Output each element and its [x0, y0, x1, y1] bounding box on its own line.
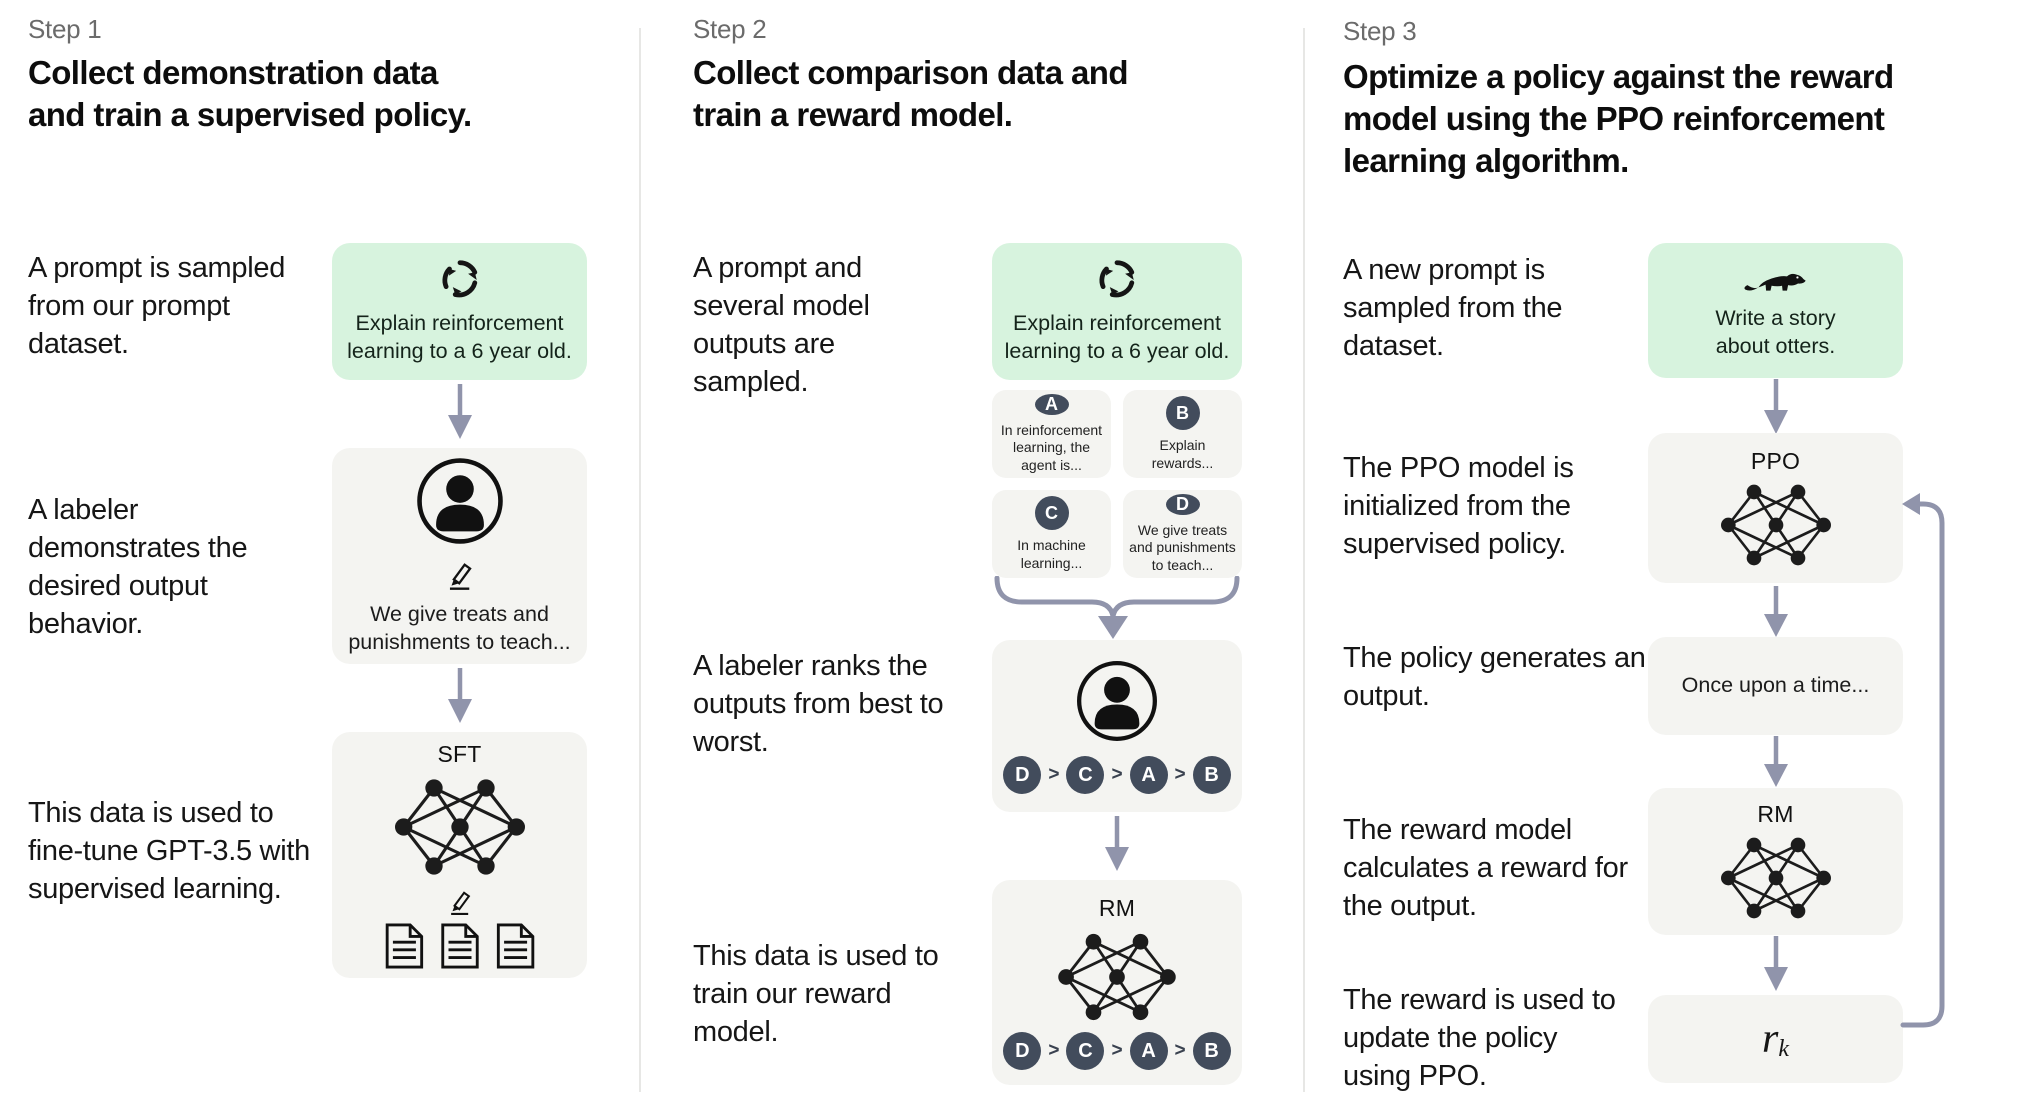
step-3-caption-reward-calc: The reward model calculates a reward for…: [1343, 814, 1628, 922]
down-arrow: [1764, 936, 1788, 991]
step-2-labeler-card: D > C > A > B: [992, 640, 1242, 812]
output-badge-d: D: [1165, 493, 1200, 515]
down-arrow: [1105, 816, 1129, 871]
rank-badge-2: C: [1066, 1032, 1105, 1070]
output-card-c: C In machine learning...: [992, 490, 1111, 578]
step-1-labeler-text: We give treats and punishments to teach.…: [348, 602, 571, 654]
step-2-prompt-card: Explain reinforcement learning to a 6 ye…: [992, 243, 1242, 380]
down-arrow: [448, 384, 472, 439]
reward-value: rk: [1762, 1015, 1789, 1063]
output-text-a: In reinforcement learning, the agent is.…: [1000, 421, 1103, 473]
cycle-icon: [441, 260, 477, 298]
step-3-output-card: Once upon a time...: [1648, 637, 1903, 735]
output-badge-c: C: [1034, 496, 1069, 530]
rank-separator: >: [1048, 1040, 1060, 1061]
step-1-labeler-card: We give treats and punishments to teach.…: [332, 448, 587, 664]
output-text-b: Explain rewards...: [1151, 437, 1214, 471]
step-3-prompt-card: Write a story about otters.: [1648, 243, 1903, 378]
output-text-d: We give treats and punishments to teach.…: [1129, 521, 1236, 573]
otter-icon: [1743, 273, 1806, 291]
column-divider-1: [639, 28, 641, 1092]
neural-network-icon: [394, 779, 525, 875]
rm-label: RM: [1757, 801, 1794, 827]
step-1-title: Collect demonstration data and train a s…: [28, 54, 472, 134]
step-3-caption-ppo-init: The PPO model is initialized from the su…: [1343, 452, 1574, 560]
ppo-label: PPO: [1750, 447, 1801, 474]
column-divider-2: [1303, 28, 1305, 1092]
step-2-caption-ranks: A labeler ranks the outputs from best to…: [693, 650, 944, 758]
reward-r: r: [1761, 1015, 1779, 1062]
output-card-d: D We give treats and punishments to teac…: [1123, 490, 1242, 578]
step-2-title: Collect comparison data and train a rewa…: [693, 54, 1129, 134]
rank-separator: >: [1174, 764, 1186, 785]
documents-icon: [385, 923, 534, 969]
step-1-prompt-card: Explain reinforcement learning to a 6 ye…: [332, 243, 587, 380]
rank-badge-3: A: [1129, 756, 1168, 794]
rank-separator: >: [1111, 1040, 1123, 1061]
step-3-caption-new-prompt: A new prompt is sampled from the dataset…: [1343, 254, 1563, 362]
reward-subscript-k: k: [1778, 1036, 1789, 1063]
step-3-title: Optimize a policy against the reward mod…: [1343, 58, 1894, 180]
neural-network-icon: [1058, 933, 1176, 1021]
step-3-prompt-text: Write a story about otters.: [1715, 306, 1836, 358]
pencil-icon: [450, 891, 470, 915]
pencil-icon: [449, 563, 472, 590]
cycle-icon: [1099, 260, 1135, 298]
rank-separator: >: [1111, 764, 1123, 785]
step-3-label: Step 3: [1343, 16, 1417, 46]
rank-badge-4: B: [1192, 1032, 1231, 1070]
labeler-person-icon: [1077, 661, 1157, 741]
step-3-caption-update: The reward is used to update the policy …: [1343, 984, 1616, 1092]
step-3-caption-generates: The policy generates an output.: [1343, 642, 1646, 712]
ranking-row: D > C > A > B: [1003, 1032, 1231, 1070]
ranking-row: D > C > A > B: [1003, 756, 1231, 794]
step-1-caption-finetune: This data is used to fine-tune GPT-3.5 w…: [28, 797, 310, 905]
step-1-label: Step 1: [28, 14, 102, 44]
step-1-caption-labeler: A labeler demonstrates the desired outpu…: [28, 494, 248, 640]
rank-badge-1: D: [1003, 756, 1042, 794]
step-3-reward-card: rk: [1648, 995, 1903, 1083]
step-2-rm-card: RM D > C > A: [992, 880, 1242, 1085]
output-text-c: In machine learning...: [1017, 537, 1086, 571]
neural-network-icon: [1720, 484, 1831, 565]
rank-badge-2: C: [1066, 756, 1105, 794]
output-card-a: A In reinforcement learning, the agent i…: [992, 390, 1111, 478]
labeler-person-icon: [416, 458, 503, 544]
output-card-b: B Explain rewards...: [1123, 390, 1242, 478]
rank-badge-1: D: [1003, 1032, 1042, 1070]
step-2-prompt-text: Explain reinforcement learning to a 6 ye…: [1004, 311, 1230, 363]
rm-label: RM: [1098, 895, 1136, 921]
rank-separator: >: [1048, 764, 1060, 785]
step-2-caption-train-rm: This data is used to train our reward mo…: [693, 940, 939, 1048]
step-3-ppo-card: PPO: [1648, 433, 1903, 583]
rank-separator: >: [1174, 1040, 1186, 1061]
down-arrow: [1764, 379, 1788, 434]
rank-badge-3: A: [1129, 1032, 1168, 1070]
output-badge-a: A: [1034, 393, 1069, 415]
step-2-caption-sampled: A prompt and several model outputs are s…: [693, 252, 870, 398]
output-badge-b: B: [1165, 396, 1200, 430]
down-arrow: [448, 668, 472, 723]
down-arrow: [1764, 586, 1788, 637]
step-2-label: Step 2: [693, 14, 767, 44]
down-arrow: [1764, 736, 1788, 787]
rank-badge-4: B: [1192, 756, 1231, 794]
neural-network-icon: [1720, 837, 1831, 919]
step-1-sft-card: SFT: [332, 732, 587, 978]
step-1-caption-prompt: A prompt is sampled from our prompt data…: [28, 252, 286, 360]
step-1-prompt-text: Explain reinforcement learning to a 6 ye…: [347, 311, 572, 363]
brace-merge-arrow: [994, 576, 1240, 639]
step-3-rm-card: RM: [1648, 788, 1903, 935]
ppo-update-loop-arrow: [1900, 493, 1945, 1028]
sft-label: SFT: [437, 741, 482, 767]
step-3-output-text: Once upon a time...: [1681, 673, 1870, 698]
